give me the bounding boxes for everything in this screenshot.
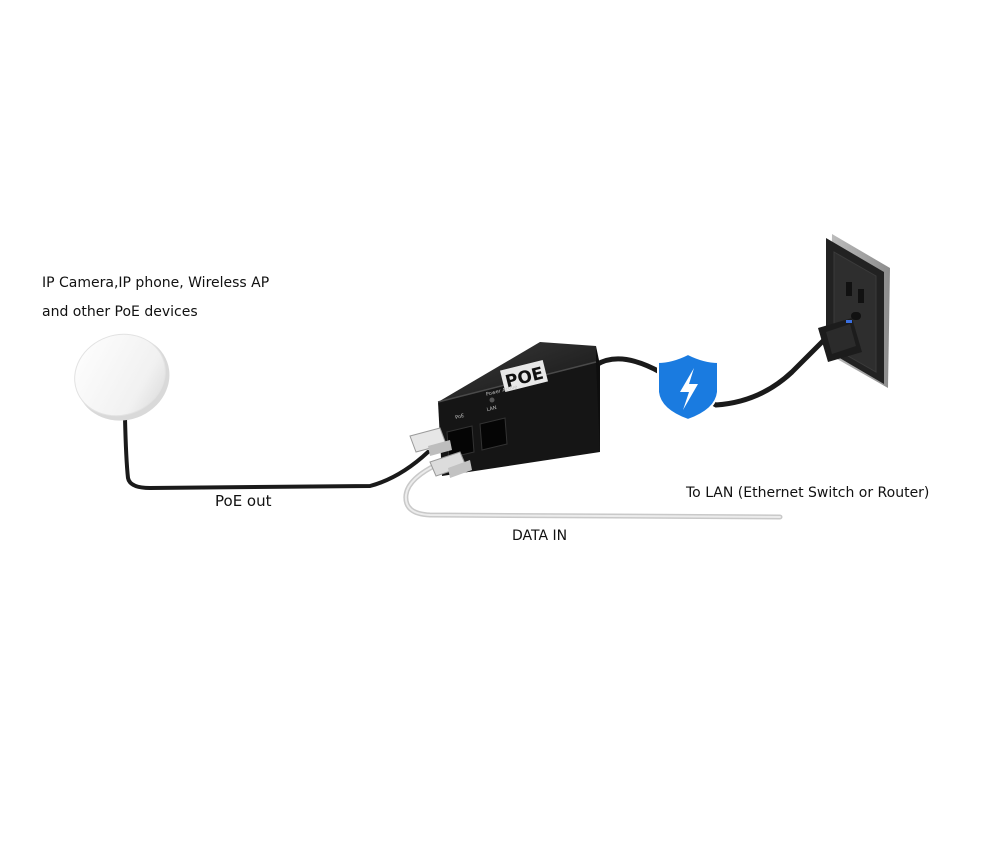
- poe-out-cable: [123, 416, 430, 491]
- data-in-connector: [429, 451, 472, 478]
- power-plug: [818, 318, 862, 362]
- poe-injector: POE Power Active PoE LAN: [437, 342, 600, 476]
- port-poe-label: PoE: [455, 413, 465, 421]
- port-lan-label: LAN: [486, 405, 497, 413]
- power-active-led: [489, 397, 495, 403]
- device-label-line2: and other PoE devices: [42, 304, 198, 320]
- power-cable: [593, 337, 827, 408]
- data-in-label: DATA IN: [512, 528, 568, 544]
- device-label-line1: IP Camera,IP phone, Wireless AP: [42, 275, 270, 291]
- poe-device-disk: [74, 333, 170, 421]
- surge-protection-shield-icon: [657, 352, 719, 422]
- lightning-bolt-icon: [680, 368, 698, 410]
- wall-outlet: [826, 234, 890, 388]
- poe-out-label: PoE out: [215, 492, 272, 510]
- poe-out-connector: [409, 427, 452, 456]
- to-lan-label: To LAN (Ethernet Switch or Router): [686, 485, 930, 501]
